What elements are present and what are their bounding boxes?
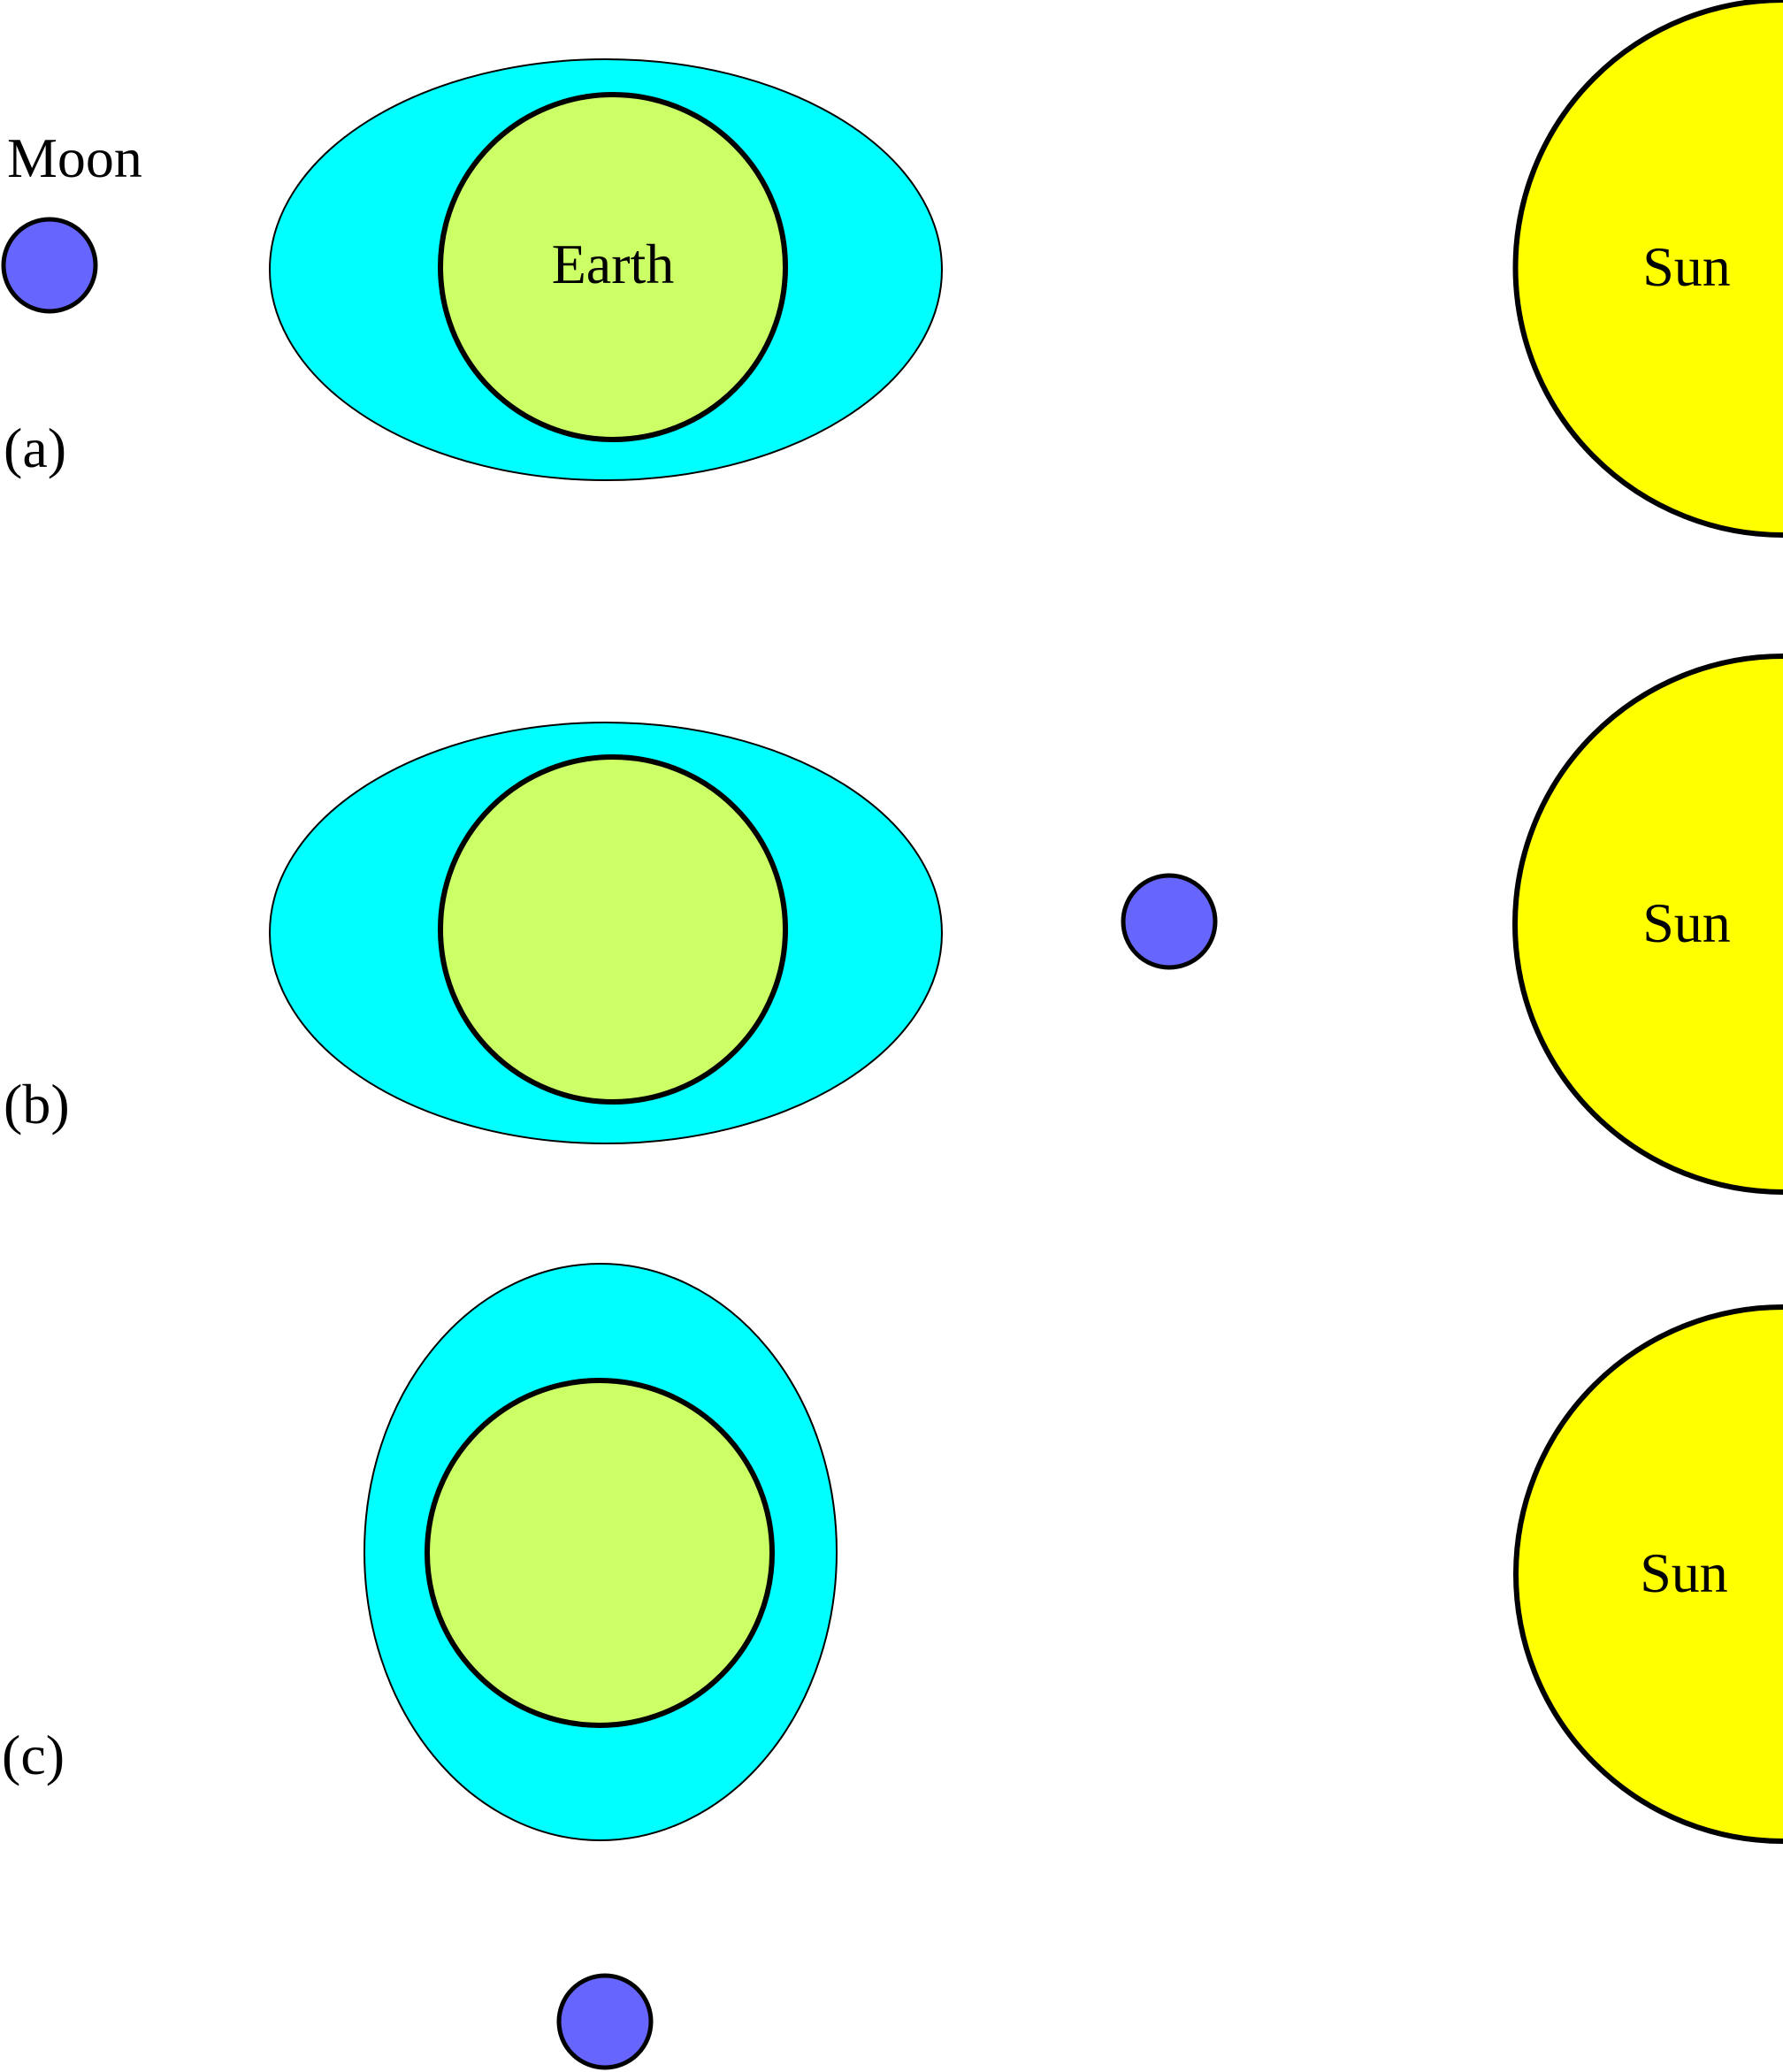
earth-label: Earth [552,233,675,295]
earth-c [425,1378,775,1728]
sun-label-a: Sun [1642,235,1731,298]
panel-b: Sun (b) [4,654,1783,1195]
panel-caption-a: (a) [4,417,66,479]
moon-b [1121,873,1218,970]
moon-a [1,217,98,314]
moon-label: Moon [7,126,142,189]
sun-a [1512,0,1783,538]
sun-label-b: Sun [1642,891,1731,954]
panel-c: Sun (c) [2,1263,1783,2070]
moon-c [556,1973,654,2070]
panel-caption-c: (c) [2,1724,65,1786]
earth-b [438,754,788,1105]
sun-b [1512,654,1783,1195]
panel-a: Moon Earth Sun (a) [1,0,1783,538]
earth-a [438,92,788,442]
sun-c [1513,1304,1783,1844]
sun-label-c: Sun [1640,1541,1728,1604]
panel-caption-b: (b) [4,1073,70,1135]
